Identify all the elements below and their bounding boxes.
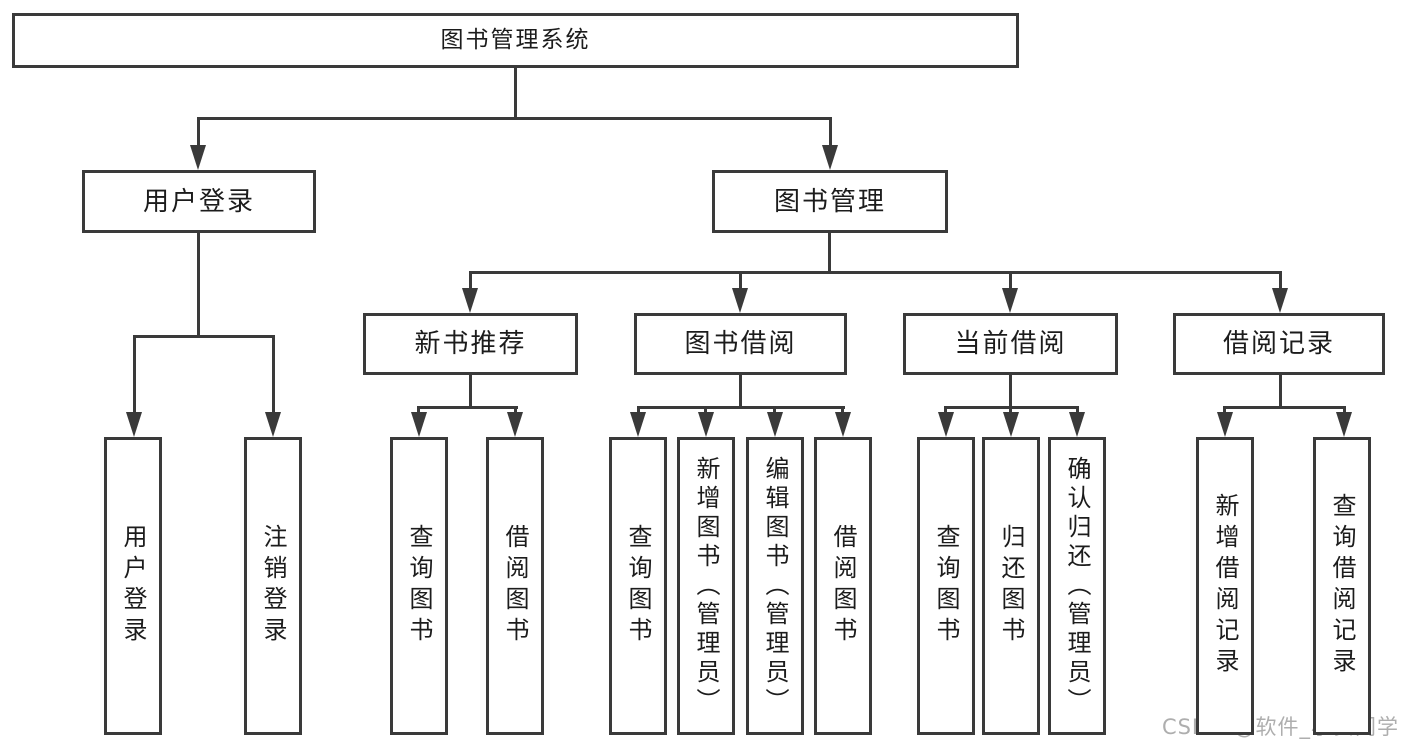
node-label: 图书管理	[773, 186, 886, 217]
node-label: 新书推荐	[414, 329, 527, 359]
connector-line	[514, 66, 517, 119]
node-label: 用户登录	[142, 186, 255, 217]
node-leaf-bb-borrow: 借阅图书	[814, 437, 872, 735]
node-system: 图书管理系统	[12, 13, 1019, 68]
node-label: 查询借阅记录	[1328, 493, 1356, 679]
node-label: 注销登录	[259, 524, 287, 648]
connector-line	[197, 117, 200, 150]
node-label: 编辑图书（管理员）	[761, 455, 789, 717]
connector-line	[133, 335, 275, 338]
node-label: 新增借阅记录	[1211, 493, 1239, 679]
node-new-book-recommend: 新书推荐	[363, 313, 578, 375]
arrowhead-down-icon	[767, 412, 783, 437]
connector-line	[469, 375, 472, 409]
arrowhead-down-icon	[1336, 412, 1352, 437]
node-leaf-br-query: 查询借阅记录	[1313, 437, 1371, 735]
connector-line	[133, 335, 136, 415]
arrowhead-down-icon	[835, 412, 851, 437]
arrowhead-down-icon	[265, 412, 281, 437]
node-leaf-bb-edit: 编辑图书（管理员）	[746, 437, 804, 735]
node-leaf-user-login: 用户登录	[104, 437, 162, 735]
arrowhead-down-icon	[1002, 288, 1018, 313]
connector-line	[828, 233, 831, 274]
connector-line	[1009, 271, 1012, 293]
arrowhead-down-icon	[630, 412, 646, 437]
connector-line	[417, 406, 518, 409]
connector-line	[637, 406, 845, 409]
node-leaf-nb-borrow: 借阅图书	[486, 437, 544, 735]
arrowhead-down-icon	[190, 145, 206, 170]
node-label: 图书管理系统	[440, 27, 591, 53]
arrowhead-down-icon	[1069, 412, 1085, 437]
node-leaf-logout: 注销登录	[244, 437, 302, 735]
node-leaf-bb-query: 查询图书	[609, 437, 667, 735]
node-leaf-br-add: 新增借阅记录	[1196, 437, 1254, 735]
arrowhead-down-icon	[732, 288, 748, 313]
node-borrow-records: 借阅记录	[1173, 313, 1385, 375]
connector-line	[469, 271, 1282, 274]
connector-line	[469, 271, 472, 293]
connector-line	[197, 117, 832, 120]
arrowhead-down-icon	[1217, 412, 1233, 437]
node-label: 查询图书	[405, 524, 433, 648]
node-leaf-cb-confirm: 确认归还（管理员）	[1048, 437, 1106, 735]
arrowhead-down-icon	[126, 412, 142, 437]
connector-line	[829, 117, 832, 150]
node-label: 确认归还（管理员）	[1063, 455, 1091, 717]
node-label: 归还图书	[997, 524, 1025, 648]
connector-line	[272, 335, 275, 415]
node-leaf-bb-add: 新增图书（管理员）	[677, 437, 735, 735]
node-label: 用户登录	[119, 524, 147, 648]
arrowhead-down-icon	[507, 412, 523, 437]
node-label: 当前借阅	[954, 329, 1067, 359]
arrowhead-down-icon	[938, 412, 954, 437]
connector-line	[197, 233, 200, 338]
node-leaf-cb-query: 查询图书	[917, 437, 975, 735]
arrowhead-down-icon	[1272, 288, 1288, 313]
node-book-borrow: 图书借阅	[634, 313, 847, 375]
node-label: 借阅图书	[501, 524, 529, 648]
node-book-management: 图书管理	[712, 170, 948, 233]
node-label: 查询图书	[932, 524, 960, 648]
arrowhead-down-icon	[822, 145, 838, 170]
node-label: 新增图书（管理员）	[692, 455, 720, 717]
connector-line	[1279, 375, 1282, 409]
node-label: 借阅图书	[829, 524, 857, 648]
arrowhead-down-icon	[698, 412, 714, 437]
arrowhead-down-icon	[462, 288, 478, 313]
node-current-borrow: 当前借阅	[903, 313, 1118, 375]
arrowhead-down-icon	[1003, 412, 1019, 437]
node-label: 查询图书	[624, 524, 652, 648]
node-leaf-cb-return: 归还图书	[982, 437, 1040, 735]
node-label: 图书借阅	[684, 329, 797, 359]
node-label: 借阅记录	[1222, 329, 1335, 359]
connector-line	[1279, 271, 1282, 293]
connector-line	[739, 271, 742, 293]
node-leaf-nb-query: 查询图书	[390, 437, 448, 735]
node-user-login: 用户登录	[82, 170, 316, 233]
connector-line	[1009, 375, 1012, 409]
arrowhead-down-icon	[411, 412, 427, 437]
connector-line	[1223, 406, 1345, 409]
connector-line	[739, 375, 742, 409]
